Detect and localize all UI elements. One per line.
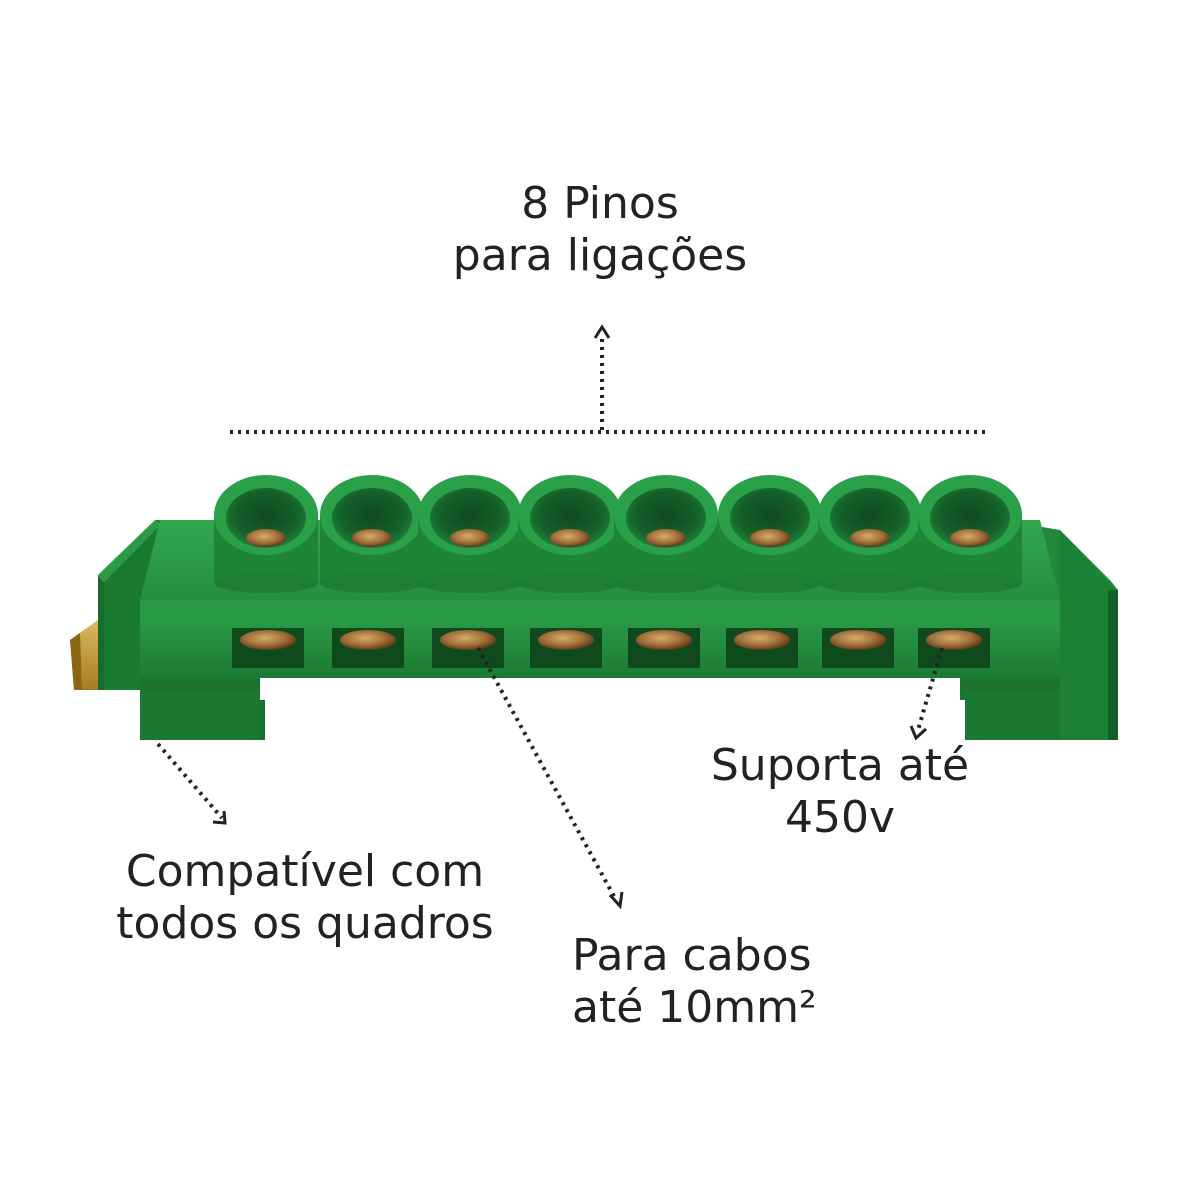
compat-label: Compatível com todos os quadros: [90, 846, 520, 950]
pin-cylinder: [818, 475, 922, 593]
pin-cylinder: [418, 475, 522, 593]
pin-cylinders: [214, 475, 1022, 593]
pin-cylinder: [518, 475, 622, 593]
cable-label: Para cabos até 10mm²: [552, 930, 852, 1034]
pin-cylinder: [718, 475, 822, 593]
pins-arrow-head: [593, 324, 611, 339]
front-window: [530, 628, 602, 668]
front-window: [232, 628, 304, 668]
compat-label-line1: Compatível com: [125, 846, 485, 897]
pin-cylinder: [614, 475, 718, 593]
front-window: [822, 628, 894, 668]
front-windows: [232, 628, 990, 668]
compat-label-line2: todos os quadros: [116, 898, 494, 949]
voltage-annotation: [909, 647, 944, 741]
cable-annotation: [476, 647, 624, 910]
front-window: [628, 628, 700, 668]
front-window: [432, 628, 504, 668]
pin-cylinder: [214, 475, 318, 593]
front-window: [726, 628, 798, 668]
pins-label: 8 Pinos para ligações: [420, 178, 780, 282]
pin-cylinder: [918, 475, 1022, 593]
front-window: [918, 628, 990, 668]
pins-label-line2: para ligações: [452, 230, 748, 281]
pins-annotation: [230, 324, 985, 434]
voltage-label: Suporta até 450v: [690, 740, 990, 844]
compat-annotation: [156, 742, 227, 825]
voltage-label-line2: 450v: [784, 792, 896, 843]
front-window: [332, 628, 404, 668]
cable-label-line2: até 10mm²: [572, 982, 817, 1033]
pin-cylinder: [320, 475, 424, 593]
cable-label-line1: Para cabos: [572, 930, 812, 981]
pins-label-line1: 8 Pinos: [521, 178, 679, 229]
voltage-label-line1: Suporta até: [710, 740, 970, 791]
